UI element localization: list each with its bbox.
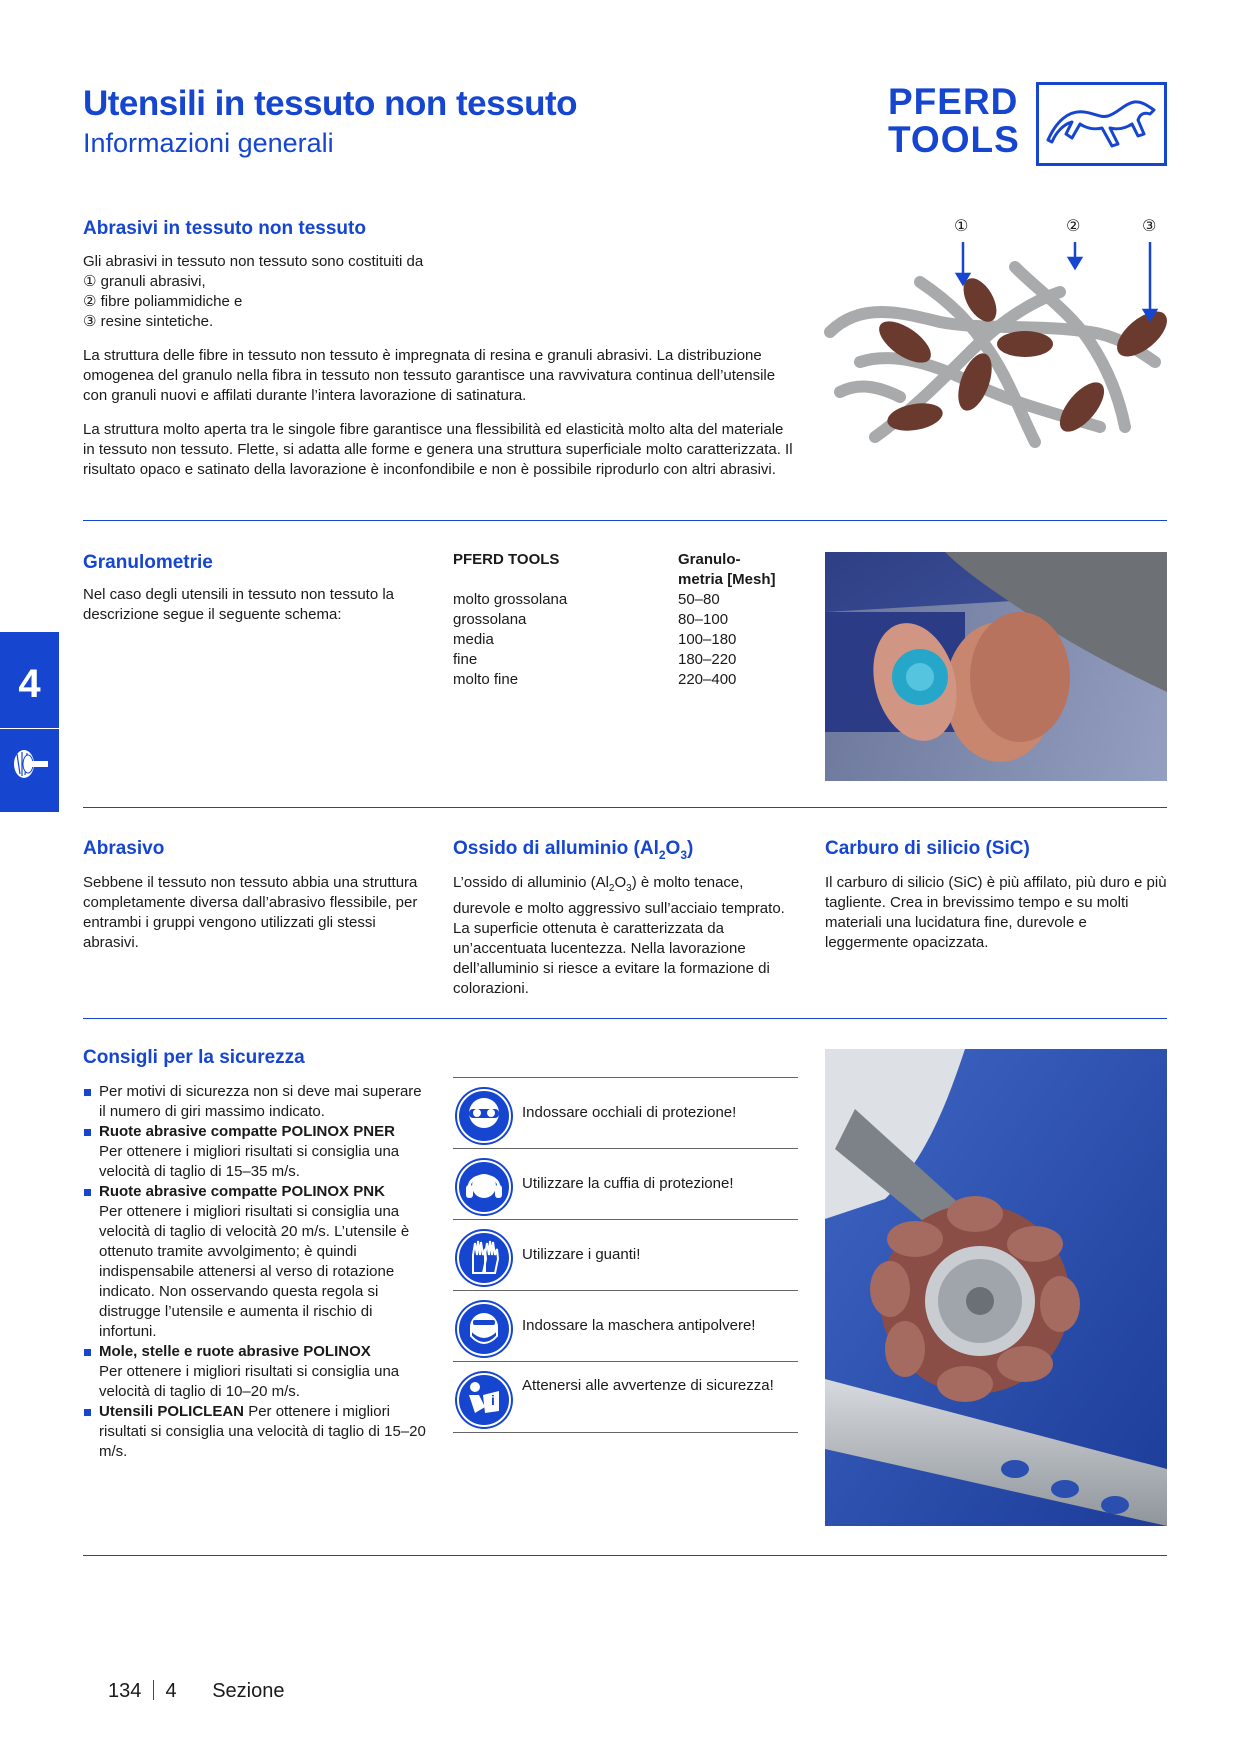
grit-name: molto grossolana [453,591,568,608]
abrasivo-text: Sebbene il tessuto non tessuto abbia una… [83,874,418,951]
grit-name: grossolana [453,611,527,628]
horse-logo-icon [1036,82,1167,166]
table-row: grossolana 80–100 [453,611,798,631]
safety-row-ear-protection: Utilizzare la cuffia di protezione! [453,1149,798,1219]
divider-1 [83,520,1167,521]
safety-row-gloves: Utilizzare i guanti! [453,1220,798,1290]
fibre-illustration [824,242,1167,448]
safety-divider [453,1077,798,1078]
table-header-pferd: PFERD TOOLS [453,551,560,568]
table-row: molto grossolana 50–80 [453,591,798,611]
grit-mesh: 100–180 [678,631,737,648]
page-title: Utensili in tessuto non tessuto [83,84,577,123]
safety-text: Indossare la maschera antipolvere! [522,1317,756,1334]
goggles-icon [455,1087,513,1145]
ear-protection-icon [455,1158,513,1216]
logo-text-tools: TOOLS [888,119,1020,160]
safety-row-read-instructions: i Attenersi alle avvertenze di sicurezza… [453,1362,798,1432]
pferd-logo: PFERD TOOLS [888,82,1168,166]
ossido-text: L’ossido di alluminio (Al2O3) è molto te… [453,874,785,997]
intro-line: ③ resine sintetiche. [83,313,214,330]
intro-line: Gli abrasivi in tessuto non tessuto sono… [83,253,424,270]
carburo-text: Il carburo di silicio (SiC) è più affila… [825,874,1167,951]
safety-divider [453,1219,798,1220]
safety-row-goggles: Indossare occhiali di protezione! [453,1078,798,1148]
safety-divider [453,1432,798,1433]
grit-mesh: 180–220 [678,651,737,668]
safety-text: Utilizzare la cuffia di protezione! [522,1175,734,1192]
grit-mesh: 220–400 [678,671,737,688]
intro-line: ② fibre poliammidiche e [83,293,243,310]
page-subtitle: Informazioni generali [83,128,334,158]
grit-name: molto fine [453,671,519,688]
page-footer: 134 4 Sezione [108,1680,284,1703]
grit-size-table: PFERD TOOLS Granulo- metria [Mesh] molto… [453,551,798,691]
safety-advice-list: Per motivi di sicurezza non si deve mai … [83,1082,428,1462]
section-tab-number: 4 [18,662,41,706]
table-header-grit-line1: Granulo- [678,551,741,568]
divider-3 [83,1018,1167,1019]
marker-2: ② [1066,218,1081,235]
nonwoven-structure-diagram: ① ② ③ [820,212,1170,462]
grit-mesh: 80–100 [678,611,729,628]
footer-section-number: 4 [165,1680,177,1702]
gloves-icon [455,1229,513,1287]
table-header-grit-line2: metria [Mesh] [678,571,776,588]
grit-name: fine [453,651,478,668]
logo-text-pferd: PFERD [888,81,1019,122]
footer-section-label: Sezione [212,1680,285,1702]
divider-4 [83,1555,1167,1556]
read-instructions-icon: i [455,1371,513,1429]
angle-grinder-photo [825,1049,1167,1526]
svg-text:i: i [491,1392,495,1408]
footer-separator [152,1680,154,1700]
section1-intro: Gli abrasivi in tessuto non tessuto sono… [83,252,683,332]
list-item: Utensili POLICLEAN Per ottenere i miglio… [83,1402,428,1462]
intro-line: ① granuli abrasivi, [83,273,206,290]
section1-para-flexibility: La struttura molto aperta tra le singole… [83,421,793,478]
heading-abrasivi-tessuto: Abrasivi in tessuto non tessuto [83,218,366,239]
page-number: 134 [108,1680,142,1702]
list-item: Per motivi di sicurezza non si deve mai … [83,1082,428,1122]
flap-wheel-icon [14,750,48,778]
safety-divider [453,1361,798,1362]
marker-1: ① [954,218,969,235]
dust-mask-icon [455,1300,513,1358]
table-row: molto fine 220–400 [453,671,798,691]
marker-3: ③ [1142,218,1157,235]
grit-mesh: 50–80 [678,591,720,608]
table-row: media 100–180 [453,631,798,651]
safety-divider [453,1148,798,1149]
flap-wheel-photo [825,552,1167,781]
section1-para-structure: La struttura delle fibre in tessuto non … [83,347,776,404]
safety-divider [453,1290,798,1291]
safety-text: Attenersi alle avvertenze di sicurezza! [522,1377,774,1394]
heading-abrasivo: Abrasivo [83,838,165,859]
heading-ossido-alluminio: Ossido di alluminio (Al2O3) [453,838,694,862]
divider-2 [83,807,1167,808]
heading-carburo-silicio: Carburo di silicio (SiC) [825,838,1030,859]
granulometrie-text: Nel caso degli utensili in tessuto non t… [83,586,395,623]
heading-granulometrie: Granulometrie [83,552,213,573]
tab-divider [0,728,59,729]
table-row: fine 180–220 [453,651,798,671]
section-tab[interactable]: 4 [0,632,59,812]
grit-name: media [453,631,494,648]
safety-text: Indossare occhiali di protezione! [522,1104,737,1121]
safety-text: Utilizzare i guanti! [522,1246,641,1263]
heading-sicurezza: Consigli per la sicurezza [83,1047,305,1068]
safety-row-dust-mask: Indossare la maschera antipolvere! [453,1291,798,1361]
